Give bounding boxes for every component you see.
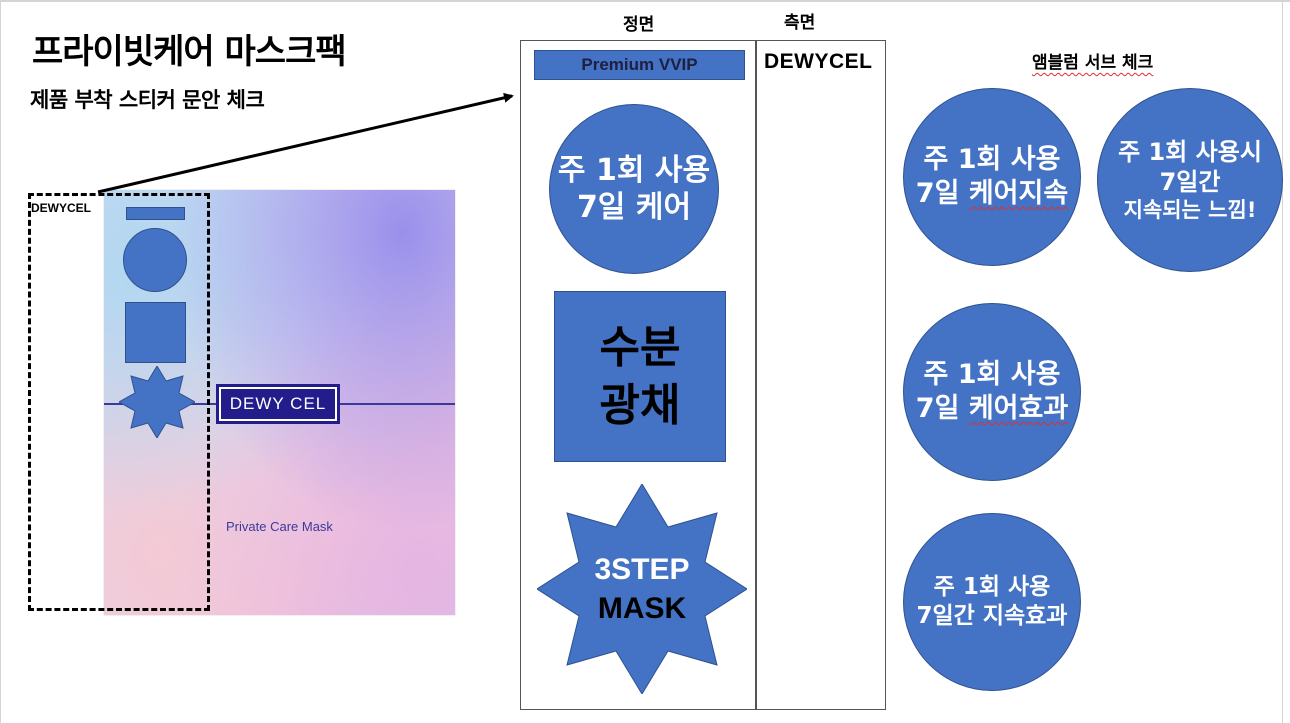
front-star-text: 3STEP MASK <box>537 484 747 694</box>
product-logo: DEWY CEL <box>216 384 340 424</box>
product-logo-text: DEWY CEL <box>219 387 337 421</box>
mini-rectangle-shape[interactable] <box>126 207 185 220</box>
front-square-emblem[interactable]: 수분 광채 <box>554 291 726 462</box>
emblem-option-4-line2: 7일간 지속효과 <box>916 603 1068 629</box>
mini-circle-shape[interactable] <box>123 228 187 292</box>
front-star-line2: MASK <box>597 592 687 625</box>
emblem-option-4[interactable]: 주 1회 사용 7일간 지속효과 <box>903 513 1081 691</box>
side-header[interactable]: 측면 <box>784 13 816 33</box>
front-circle-emblem[interactable]: 주 1회 사용 7일 케어 <box>549 104 719 274</box>
assembly-header[interactable]: 앰블럼 서브 체크 <box>1032 48 1153 73</box>
slide-right-border <box>1282 0 1283 723</box>
emblem-option-3[interactable]: 주 1회 사용 7일 케어효과 <box>903 303 1081 481</box>
assembly-header-text: 앰블럼 서브 체크 <box>1032 53 1154 73</box>
emblem-option-2-line1: 주 1회 사용시 <box>1118 137 1262 166</box>
sticker-brand-label[interactable]: DEWYCEL <box>31 201 91 215</box>
mini-star-shape[interactable] <box>119 366 195 438</box>
emblem-option-2[interactable]: 주 1회 사용시 7일간 지속되는 느낌! <box>1097 88 1283 272</box>
slide-subtitle[interactable]: 제품 부착 스티커 문안 체크 <box>30 88 265 112</box>
emblem-option-3-line1: 주 1회 사용 <box>923 359 1061 391</box>
side-brand-text[interactable]: DEWYCEL <box>764 50 873 73</box>
front-star-line1: 3STEP <box>594 553 690 586</box>
mini-square-shape[interactable] <box>125 302 186 363</box>
emblem-option-1-line1: 주 1회 사용 <box>923 144 1061 176</box>
front-star-emblem[interactable] <box>537 484 747 694</box>
sticker-area-dashed-box[interactable] <box>28 193 210 611</box>
slide-title[interactable]: 프라이빗케어 마스크팩 <box>32 32 347 72</box>
emblem-option-1[interactable]: 주 1회 사용 7일 케어지속 <box>903 88 1081 266</box>
emblem-option-3-line2: 7일 케어효과 <box>915 393 1069 424</box>
front-circle-line1: 주 1회 사용 <box>557 152 711 188</box>
product-tagline: Private Care Mask <box>226 519 333 534</box>
front-panel[interactable] <box>520 40 756 710</box>
emblem-option-2-line3: 지속되는 느낌! <box>1123 197 1257 222</box>
slide-left-border <box>0 0 1 723</box>
slide-top-border <box>0 0 1290 2</box>
emblem-option-1-line2: 7일 케어지속 <box>915 178 1069 209</box>
front-square-line1: 수분 <box>599 322 681 374</box>
emblem-option-4-line1: 주 1회 사용 <box>933 574 1051 601</box>
premium-vvip-badge[interactable]: Premium VVIP <box>534 50 745 80</box>
front-square-line2: 광채 <box>599 379 681 431</box>
side-panel[interactable] <box>756 40 886 710</box>
emblem-option-2-line2: 7일간 <box>1159 167 1221 196</box>
front-circle-line2: 7일 케어 <box>576 190 692 225</box>
front-header[interactable]: 정면 <box>623 15 655 35</box>
